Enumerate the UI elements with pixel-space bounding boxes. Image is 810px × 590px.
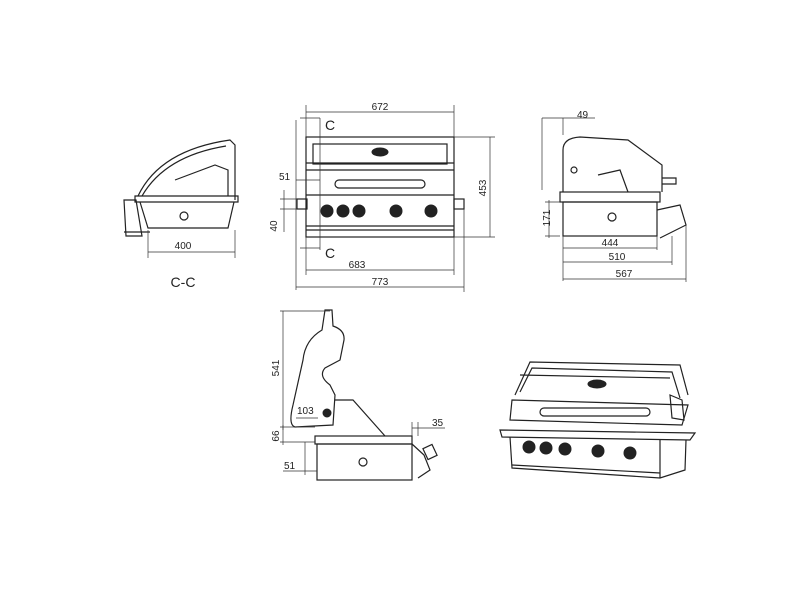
knob xyxy=(522,440,536,454)
section-c-c-view: 400 C-C xyxy=(123,139,239,290)
open-lid-view: 541 103 66 51 35 xyxy=(271,309,445,481)
dim-lid-height: 541 xyxy=(271,359,282,376)
front-knobs xyxy=(320,204,438,218)
knob xyxy=(320,204,334,218)
dim-inner-width: 683 xyxy=(349,260,366,271)
dim-top-width: 672 xyxy=(372,102,389,113)
dim-lid-gap: 66 xyxy=(271,430,282,442)
iso-knobs xyxy=(522,440,637,460)
section-mark-bottom: C xyxy=(325,245,335,261)
dim-back-offset: 51 xyxy=(284,461,296,472)
knob xyxy=(336,204,350,218)
dim-lid-offset: 103 xyxy=(297,406,314,417)
dim-section-width: 400 xyxy=(175,241,192,252)
side-view: 49 171 444 510 567 xyxy=(541,110,687,282)
dim-depth-overall: 567 xyxy=(616,269,633,280)
dim-body-height: 171 xyxy=(542,209,553,226)
knob xyxy=(558,442,572,456)
dim-depth-inner: 444 xyxy=(602,238,619,249)
dim-front-offset: 35 xyxy=(432,418,444,429)
knob xyxy=(352,204,366,218)
knob xyxy=(591,444,605,458)
dim-overall-width: 773 xyxy=(372,277,389,288)
knob xyxy=(623,446,637,460)
dim-offset-side: 40 xyxy=(269,220,280,232)
dim-handle-depth: 49 xyxy=(577,110,589,121)
knob xyxy=(389,204,403,218)
front-view: 672 453 51 40 C C 683 773 xyxy=(269,102,495,292)
section-label: C-C xyxy=(171,274,196,290)
knob xyxy=(539,441,553,455)
section-mark-top: C xyxy=(325,117,335,133)
dim-offset-top: 51 xyxy=(279,172,291,183)
dim-height: 453 xyxy=(478,179,489,196)
isometric-view xyxy=(499,361,697,479)
knob xyxy=(424,204,438,218)
dim-depth-mid: 510 xyxy=(609,252,626,263)
